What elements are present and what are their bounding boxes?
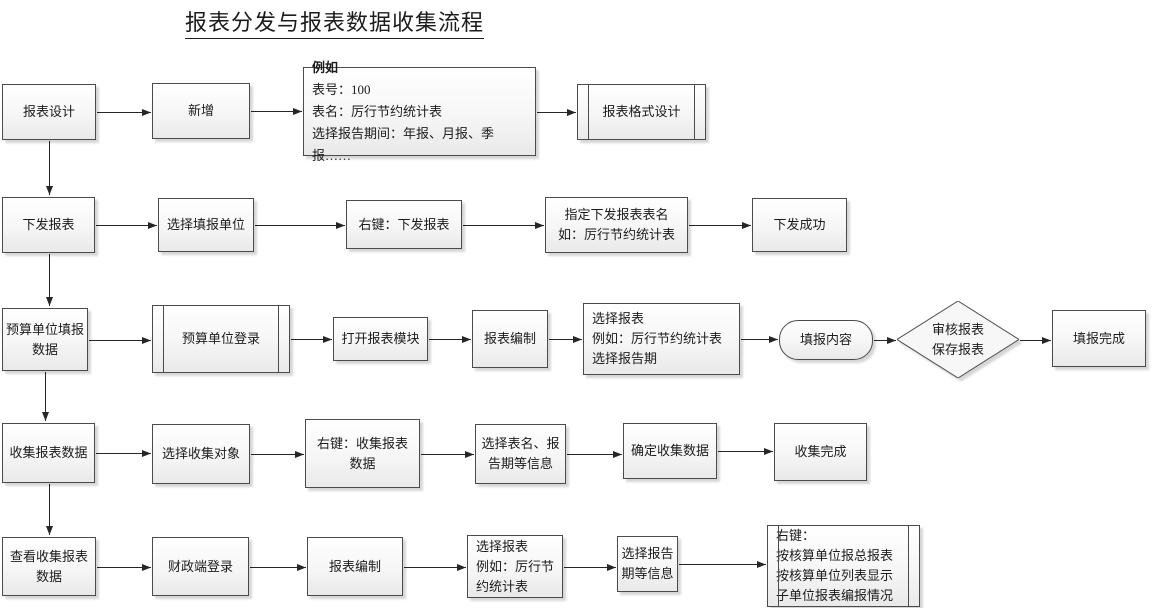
node-label: 下发报表 <box>22 215 74 235</box>
node-label-text: 下发成功 <box>773 217 826 232</box>
select-report-1-node: 选择报表 例如：厉行节约统计表 选择报告期 <box>583 303 740 375</box>
report-format-design-node: 报表格式设计 <box>577 84 706 140</box>
node-label-text: 查看收集报表 数据 <box>9 548 88 584</box>
node-label: 审核报表 保存报表 <box>932 320 984 360</box>
node-label-text: 填报内容 <box>799 332 852 347</box>
select-filling-unit-node: 选择填报单位 <box>158 198 254 252</box>
rightclick-collect-node: 右键：收集报表 数据 <box>305 419 420 488</box>
node-label-text: 确定收集数据 <box>630 443 709 458</box>
node-label: 右键：收集报表 数据 <box>317 434 408 474</box>
fill-content-node: 填报内容 <box>779 320 873 360</box>
node-label: 确定收集数据 <box>631 441 709 461</box>
select-report-2-node: 选择报表 例如：厉行节 约统计表 <box>467 535 563 598</box>
node-label-text: 收集完成 <box>794 444 847 459</box>
node-label-text: 报表设计 <box>22 104 75 119</box>
diagram-title: 报表分发与报表数据收集流程 <box>185 5 485 39</box>
fill-complete-node: 填报完成 <box>1052 310 1146 367</box>
node-label-text: 报表编制 <box>328 558 381 574</box>
node-label-text: 报表编制 <box>483 331 536 346</box>
node-label-text: 选择收集对象 <box>161 446 240 461</box>
node-label: 选择收集对象 <box>162 444 240 464</box>
finance-login-node: 财政端登录 <box>152 537 249 596</box>
node-label: 预算单位登录 <box>182 329 260 349</box>
node-label-text: 右键：收集报表 数据 <box>316 435 408 471</box>
node-label-text: 选择填报单位 <box>166 217 245 232</box>
node-label: 打开报表模块 <box>341 329 419 349</box>
predefined-side-bar <box>908 526 909 606</box>
node-label-heading: 例如 <box>312 59 339 75</box>
node-label: 报表设计 <box>23 102 75 122</box>
node-label-text: 新增 <box>187 103 214 118</box>
node-label-text: 报表格式设计 <box>602 104 681 119</box>
node-label: 右键： 按核算单位报总报表 按核算单位列表显示 子单位报表编报情况 <box>776 526 893 606</box>
predefined-side-bar <box>163 306 164 372</box>
decision-diamond-shape <box>897 301 1019 378</box>
node-label: 选择报表 例如：厉行节 约统计表 <box>476 537 554 597</box>
node-label-text: 预算单位填报 数据 <box>5 321 84 357</box>
distribute-report-node: 下发报表 <box>2 197 95 253</box>
budget-unit-login-node: 预算单位登录 <box>152 305 290 373</box>
node-label-text: 右键： 按核算单位报总报表 按核算单位列表显示 子单位报表编报情况 <box>776 528 894 603</box>
open-report-module-node: 打开报表模块 <box>333 317 428 361</box>
report-design-node: 报表设计 <box>2 84 96 140</box>
node-label: 收集完成 <box>794 442 846 462</box>
node-label: 填报完成 <box>1073 329 1125 349</box>
node-label: 财政端登录 <box>168 557 233 577</box>
collect-report-data-node: 收集报表数据 <box>2 423 95 483</box>
node-label: 右键：下发报表 <box>358 215 449 235</box>
node-label: 指定下发报表表名 如：厉行节约统计表 <box>558 205 675 245</box>
node-label-text: 右键：下发报表 <box>358 216 450 232</box>
specify-report-name-node: 指定下发报表表名 如：厉行节约统计表 <box>545 197 688 253</box>
predefined-side-bar <box>278 306 279 372</box>
example-note-node: 例如表号：100 表名：厉行节约统计表 选择报告期间：年报、月报、季报…… <box>303 60 536 163</box>
collect-complete-node: 收集完成 <box>774 423 867 481</box>
select-collect-target-node: 选择收集对象 <box>152 424 250 484</box>
node-label: 收集报表数据 <box>9 443 87 463</box>
node-label-text: 填报完成 <box>1072 330 1125 346</box>
budget-unit-fill-node: 预算单位填报 数据 <box>2 308 88 371</box>
node-label-text: 选择表名、报 告期等信息 <box>481 436 560 471</box>
select-period-info-node: 选择报告 期等信息 <box>617 536 678 592</box>
rightclick-summary-node: 右键： 按核算单位报总报表 按核算单位列表显示 子单位报表编报情况 <box>767 525 920 607</box>
node-label-text: 审核报表 保存报表 <box>931 321 984 357</box>
node-label-text: 指定下发报表表名 如：厉行节约统计表 <box>557 207 675 242</box>
node-label-text: 打开报表模块 <box>341 331 420 346</box>
node-label-text: 收集报表数据 <box>9 445 88 460</box>
node-label: 填报内容 <box>800 330 852 350</box>
predefined-side-bar <box>588 85 589 139</box>
node-label: 例如表号：100 表名：厉行节约统计表 选择报告期间：年报、月报、季报…… <box>312 57 529 167</box>
node-label: 选择填报单位 <box>167 215 245 235</box>
node-label: 选择表名、报 告期等信息 <box>481 434 559 474</box>
node-label: 新增 <box>188 101 214 121</box>
predefined-side-bar <box>694 85 695 139</box>
report-compile-1-node: 报表编制 <box>472 310 548 368</box>
node-label-text: 选择报表 例如：厉行节 约统计表 <box>476 538 555 594</box>
report-compile-2-node: 报表编制 <box>307 537 403 596</box>
node-label-text: 预算单位登录 <box>181 331 260 346</box>
node-label: 报表编制 <box>484 329 536 349</box>
node-label-text: 表号：100 表名：厉行节约统计表 选择报告期间：年报、月报、季报…… <box>312 81 495 163</box>
node-label: 查看收集报表 数据 <box>10 547 88 587</box>
node-label: 报表编制 <box>329 557 381 577</box>
node-label-text: 选择报告 期等信息 <box>621 546 674 581</box>
node-label-text: 财政端登录 <box>167 558 233 574</box>
audit-save-node: 审核报表 保存报表 <box>897 301 1019 378</box>
node-label: 选择报告 期等信息 <box>621 544 673 584</box>
node-label-text: 选择报表 例如：厉行节约统计表 选择报告期 <box>592 311 723 366</box>
distribute-success-node: 下发成功 <box>752 198 847 252</box>
confirm-collect-node: 确定收集数据 <box>623 423 717 479</box>
node-label: 预算单位填报 数据 <box>6 320 84 360</box>
node-label: 选择报表 例如：厉行节约统计表 选择报告期 <box>592 309 722 369</box>
node-label: 报表格式设计 <box>602 102 680 122</box>
select-table-info-node: 选择表名、报 告期等信息 <box>475 424 566 484</box>
node-label: 下发成功 <box>773 215 825 235</box>
node-label-text: 下发报表 <box>22 217 75 232</box>
predefined-side-bar <box>778 526 779 606</box>
rightclick-distribute-node: 右键：下发报表 <box>346 200 462 249</box>
add-new-node: 新增 <box>152 83 250 139</box>
view-collected-node: 查看收集报表 数据 <box>2 537 96 596</box>
